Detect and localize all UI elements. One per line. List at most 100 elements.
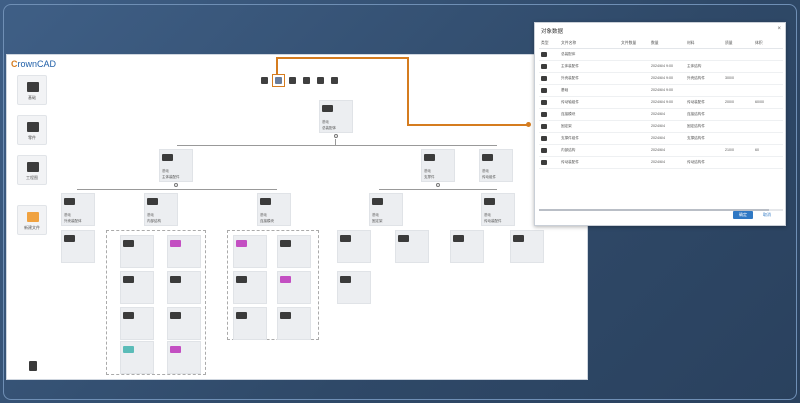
tree-node-transmission[interactable]: 基础 传动组件 [479,149,513,182]
sidebar-item-drawing[interactable]: 工程图 [17,155,47,185]
view-icon[interactable] [329,75,340,86]
callout-line [407,57,409,125]
table-cell: 2024/6/4 [649,120,685,133]
object-data-button[interactable] [272,74,285,87]
node-name: 传动组件 [482,175,496,179]
tree-node-leaf[interactable] [337,230,371,263]
tree-node-leaf[interactable] [510,230,544,263]
tree-node-main-assembly[interactable]: 基础 主体装配件 [159,149,193,182]
table-cell [539,48,559,61]
callout-line [276,57,408,59]
expand-toggle[interactable] [174,183,178,187]
column-header[interactable]: 质量 [723,39,753,49]
table-cell: 主体装配件 [559,60,619,73]
tree-node-shell[interactable]: 基础 外壳装配体 [61,193,95,226]
tree-node-leaf[interactable] [120,235,154,268]
tree-node-root[interactable]: 基础 总装配体 [319,100,353,133]
close-icon[interactable]: × [777,26,781,32]
table-cell [539,120,559,133]
tree-node-connector[interactable]: 基础 连接模块 [257,193,291,226]
tree-node-leaf[interactable] [277,271,311,304]
tree-node-leaf[interactable] [395,230,429,263]
column-header[interactable]: 体积 [753,39,783,49]
tree-node-leaf[interactable] [61,230,95,263]
column-header[interactable]: 数量 [649,39,685,49]
sidebar: 基础 零件 工程图 新建文件 [17,75,49,245]
tree-node-internal[interactable]: 基础 内部结构 [144,193,178,226]
open-folder-icon[interactable] [259,75,270,86]
node-type: 基础 [484,213,491,217]
table-cell [753,120,783,133]
node-type: 基础 [64,213,71,217]
table-cell [753,84,783,97]
save-icon[interactable] [287,75,298,86]
assembly-icon [322,105,333,112]
export-icon[interactable] [301,75,312,86]
table-cell: 支撑结构件 [685,132,723,145]
column-header[interactable]: 文件数量 [619,39,649,49]
node-type: 基础 [147,213,154,217]
tree-node-transmission-assembly[interactable]: 基础 传动装配件 [481,193,515,226]
tree-node-leaf[interactable] [337,271,371,304]
tree-node-leaf[interactable] [277,307,311,340]
tree-node-leaf[interactable] [277,235,311,268]
part-icon [170,312,181,319]
tree-node-leaf[interactable] [233,235,267,268]
tree-node-leaf[interactable] [167,341,201,374]
ok-button[interactable]: 确定 [733,211,753,219]
tree-node-leaf[interactable] [233,307,267,340]
tree-node-support[interactable]: 基础 支撑件 [421,149,455,182]
tree-node-leaf[interactable] [450,230,484,263]
tree-node-leaf[interactable] [167,271,201,304]
tree-node-leaf[interactable] [120,271,154,304]
table-row[interactable]: 总装配体 [539,48,783,61]
expand-toggle[interactable] [334,134,338,138]
tree-node-leaf[interactable] [167,307,201,340]
window-frame [3,4,797,400]
object-table: 类型 文件名称 文件数量 数量 材料 质量 体积 总装配体主体装配件 2024/6… [539,39,783,169]
table-cell [539,156,559,169]
table-cell: 2024/6/4 [649,144,685,157]
connector-line [379,189,497,190]
tree-node-leaf[interactable] [120,307,154,340]
table-cell: 210/0 [723,144,753,157]
tree-node-bracket[interactable]: 基础 固定架 [369,193,403,226]
table-cell [685,48,723,61]
tree-toolbar [259,74,340,87]
column-header[interactable]: 材料 [685,39,723,49]
tree-node-leaf[interactable] [120,341,154,374]
table-cell [723,108,753,121]
sidebar-item-basic[interactable]: 基础 [17,75,47,105]
table-cell: 2024/6/4 9:00 [649,60,685,73]
sidebar-item-label: 基础 [28,95,36,100]
table-cell [723,84,753,97]
trash-icon[interactable] [29,361,37,371]
table-cell [539,72,559,85]
tree-node-leaf[interactable] [167,235,201,268]
tree-node-leaf[interactable] [233,271,267,304]
horizontal-scrollbar[interactable] [539,209,783,211]
part-icon [280,276,291,283]
node-name: 内部结构 [147,219,161,223]
table-cell [619,132,649,145]
document-icon[interactable] [315,75,326,86]
node-name: 连接模块 [260,219,274,223]
cancel-button[interactable]: 取消 [763,212,771,217]
table-cell: 2024/6/4 9:00 [649,72,685,85]
column-header[interactable]: 类型 [539,39,559,49]
object-data-dialog: 对象数据 × 类型 文件名称 文件数量 数量 材料 质量 体积 总装配体主体装配… [534,22,786,226]
sidebar-item-new-file[interactable]: 新建文件 [17,205,47,235]
column-header[interactable]: 文件名称 [559,39,619,49]
file-type-icon [541,51,547,57]
sidebar-item-part[interactable]: 零件 [17,115,47,145]
expand-toggle[interactable] [436,183,440,187]
